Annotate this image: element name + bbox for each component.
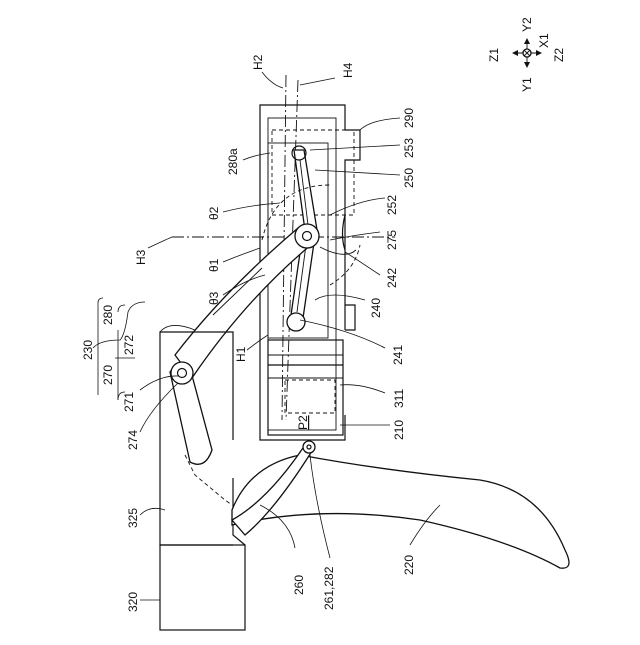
label-theta3: θ3 <box>207 291 221 305</box>
label-y1: Y1 <box>520 77 534 92</box>
label-275: 275 <box>385 230 399 250</box>
label-241: 241 <box>391 345 405 365</box>
label-260: 260 <box>292 575 306 595</box>
label-z2: Z2 <box>552 48 566 62</box>
label-theta2: θ2 <box>207 206 221 220</box>
label-320: 320 <box>126 592 140 612</box>
label-271: 271 <box>122 392 136 412</box>
label-240: 240 <box>369 298 383 318</box>
label-x1: X1 <box>537 33 551 48</box>
trigger-lever-220 <box>232 455 569 568</box>
label-261-282: 261,282 <box>322 566 336 610</box>
label-p2: P2 <box>296 415 310 430</box>
label-y2: Y2 <box>520 17 534 32</box>
label-h1: H1 <box>234 346 248 362</box>
label-h4: H4 <box>341 62 355 78</box>
label-theta1: θ1 <box>207 258 221 272</box>
label-252: 252 <box>385 195 399 215</box>
label-242: 242 <box>385 268 399 288</box>
label-311: 311 <box>392 389 406 408</box>
label-280a: 280a <box>226 148 240 175</box>
label-230: 230 <box>81 340 95 360</box>
label-290: 290 <box>402 108 416 128</box>
label-274: 274 <box>126 430 140 450</box>
label-h2: H2 <box>251 54 265 70</box>
label-253: 253 <box>402 138 416 158</box>
label-270: 270 <box>101 365 115 385</box>
label-250: 250 <box>402 168 416 188</box>
link-270 <box>170 362 212 464</box>
label-220: 220 <box>402 555 416 575</box>
label-280: 280 <box>101 305 115 325</box>
label-z1: Z1 <box>487 48 501 62</box>
label-325: 325 <box>126 508 140 528</box>
label-h3: H3 <box>134 249 148 265</box>
label-272: 272 <box>122 335 136 355</box>
leader-lines <box>93 72 440 600</box>
label-210: 210 <box>392 420 406 440</box>
